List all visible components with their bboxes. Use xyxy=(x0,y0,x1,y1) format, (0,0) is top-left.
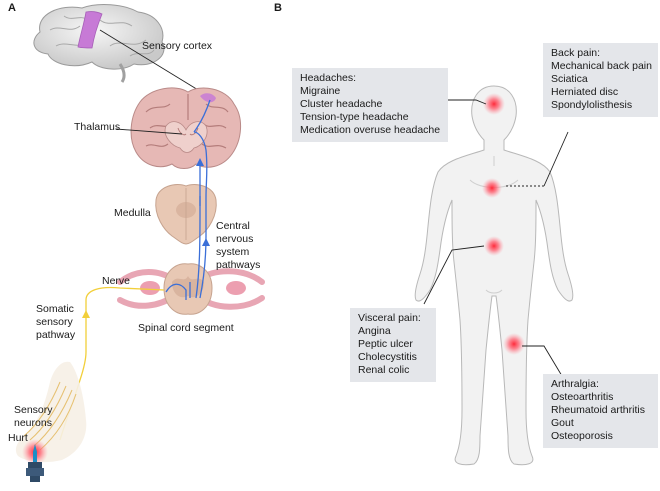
arthralgia-callout-line xyxy=(522,345,563,377)
headaches-title: Headaches: xyxy=(300,72,357,84)
visceral-item: Renal colic xyxy=(358,364,410,376)
sensory-cortex-label: Sensory cortex xyxy=(142,40,213,52)
visceral-callout-line xyxy=(423,245,485,305)
coronal-brain-illustration xyxy=(130,87,241,169)
pain-spot-head xyxy=(483,93,505,115)
cns-label-line1: Central xyxy=(216,220,250,232)
sensory-neurons-line2: neurons xyxy=(14,417,52,429)
visceral-item: Angina xyxy=(358,325,391,337)
visceral-item: Peptic ulcer xyxy=(358,338,413,350)
back-pain-item: Herniated disc xyxy=(551,86,619,98)
headaches-item: Cluster headache xyxy=(300,98,383,110)
cns-label-line3: system xyxy=(216,246,250,258)
sensory-cortex-leader-line xyxy=(99,29,209,97)
somatic-label-line3: pathway xyxy=(36,329,76,341)
pain-spot-back xyxy=(482,178,502,198)
headaches-callout-line xyxy=(447,99,487,105)
somatic-label-line1: Somatic xyxy=(36,303,74,315)
foot-illustration xyxy=(15,361,87,463)
medulla-label: Medulla xyxy=(114,207,151,219)
hurt-label: Hurt xyxy=(8,432,28,444)
cns-label-line2: nervous xyxy=(216,233,254,245)
cns-pathway-lines xyxy=(165,99,211,300)
back-pain-title: Back pain: xyxy=(551,47,601,59)
panel-a-letter: A xyxy=(8,2,16,14)
sensory-neurons-label: Sensory neurons xyxy=(14,404,53,430)
human-body-silhouette xyxy=(414,85,574,466)
pain-spots xyxy=(482,93,525,355)
arthralgia-item: Rheumatoid arthritis xyxy=(551,404,645,416)
back-pain-box: Back pain: Mechanical back pain Sciatica… xyxy=(543,43,658,117)
nerve-label: Nerve xyxy=(102,275,131,287)
medulla-illustration xyxy=(155,184,217,245)
cns-arrowheads xyxy=(196,158,210,246)
spinal-cord-illustration xyxy=(117,263,265,315)
panel-b-letter: B xyxy=(274,2,282,14)
thalamus-leader-line xyxy=(115,128,183,135)
visceral-pain-box: Visceral pain: Angina Peptic ulcer Chole… xyxy=(350,308,436,382)
back-pain-callout-line xyxy=(543,131,569,187)
headaches-item: Migraine xyxy=(300,85,341,97)
headaches-item: Tension-type headache xyxy=(300,111,409,123)
thalamus-label: Thalamus xyxy=(74,121,121,133)
callout-lines xyxy=(423,99,569,377)
pain-spot-abdomen xyxy=(484,236,504,256)
sensory-neurons-line1: Sensory xyxy=(14,404,53,416)
headaches-item: Medication overuse headache xyxy=(300,124,441,136)
somatic-pathway-label: Somatic sensory pathway xyxy=(36,303,75,342)
spinal-segment-label: Spinal cord segment xyxy=(138,322,234,334)
somatic-arrowhead xyxy=(82,310,90,318)
somatic-label-line2: sensory xyxy=(36,316,73,328)
sensory-cortex-highlight xyxy=(77,11,103,49)
cns-label-line4: pathways xyxy=(216,259,261,271)
visceral-item: Cholecystitis xyxy=(358,351,417,363)
lateral-brain-illustration xyxy=(33,4,165,83)
back-pain-item: Sciatica xyxy=(551,73,588,85)
arthralgia-item: Osteoporosis xyxy=(551,430,613,442)
arthralgia-item: Osteoarthritis xyxy=(551,391,614,403)
arthralgia-title: Arthralgia: xyxy=(551,378,599,390)
arthralgia-box: Arthralgia: Osteoarthritis Rheumatoid ar… xyxy=(543,374,658,448)
back-pain-item: Spondylolisthesis xyxy=(551,99,633,111)
pain-spot-knee xyxy=(503,333,525,355)
visceral-title: Visceral pain: xyxy=(358,312,421,324)
pin-stand-icon xyxy=(26,444,44,482)
back-pain-item: Mechanical back pain xyxy=(551,60,652,72)
arthralgia-item: Gout xyxy=(551,417,574,429)
headaches-box: Headaches: Migraine Cluster headache Ten… xyxy=(292,68,448,142)
cns-pathways-label: Central nervous system pathways xyxy=(216,220,260,272)
